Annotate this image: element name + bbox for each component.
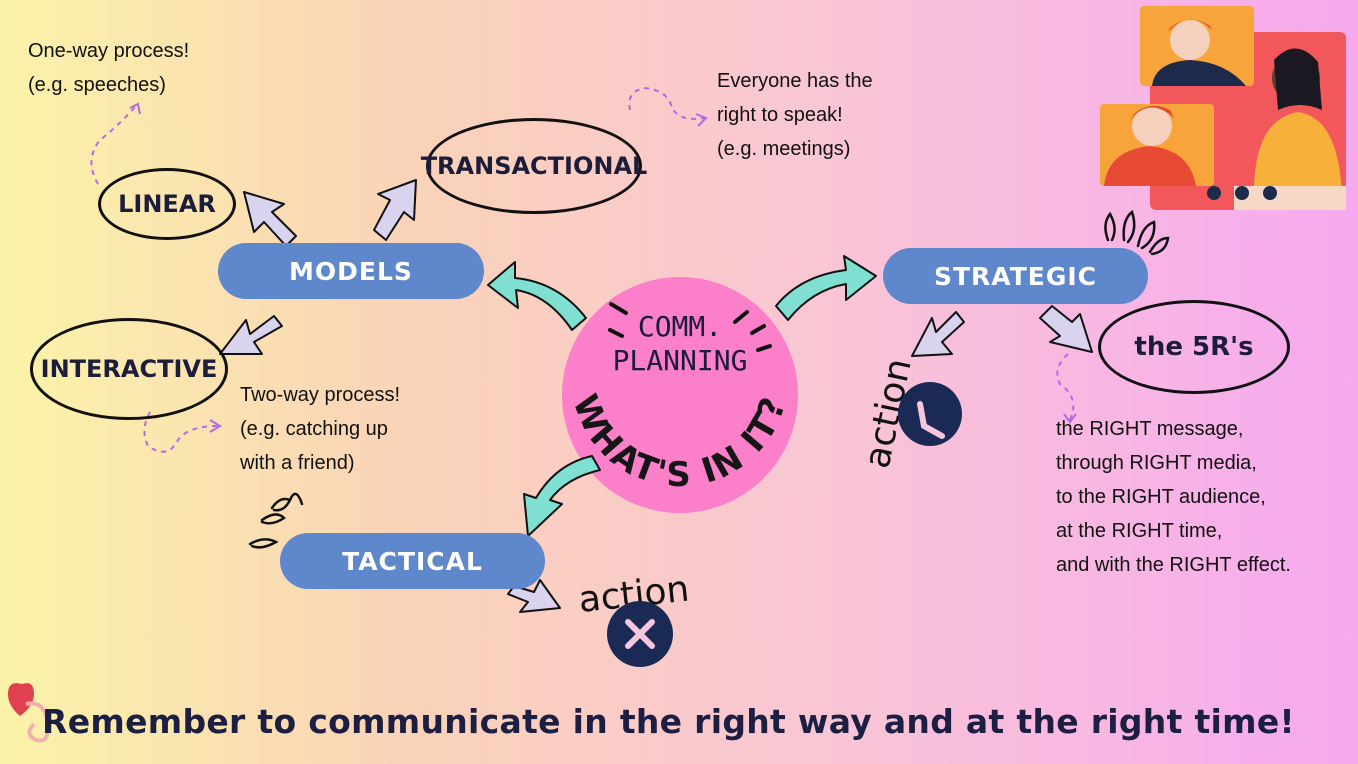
- video-call-illustration: [1100, 6, 1346, 210]
- center-burst-decoration: [608, 302, 772, 352]
- center-title: COMM. PLANNING: [600, 310, 760, 378]
- node-strategic: STRATEGIC: [883, 248, 1148, 304]
- footer-reminder: Remember to communicate in the right way…: [42, 702, 1295, 741]
- note-linear: One-way process! (e.g. speeches): [28, 40, 190, 96]
- note-interactive: Two-way process! (e.g. catching up with …: [240, 384, 401, 474]
- node-tactical: TACTICAL: [280, 533, 545, 589]
- x-icon: [607, 601, 673, 667]
- center-title-line2: PLANNING: [612, 344, 748, 377]
- note-transactional: Everyone has the right to speak! (e.g. m…: [717, 70, 873, 160]
- heart-pin-icon: [8, 683, 51, 743]
- note-five-rs: the RIGHT message, through RIGHT media, …: [1056, 418, 1291, 576]
- node-linear: LINEAR: [98, 168, 236, 240]
- node-interactive: INTERACTIVE: [30, 318, 228, 420]
- node-five-rs: the 5R's: [1098, 300, 1290, 394]
- center-title-line1: COMM.: [637, 310, 723, 343]
- node-transactional: TRANSACTIONAL: [421, 118, 647, 214]
- lilac-arrows: [219, 179, 1093, 613]
- teal-arrows: [487, 255, 877, 537]
- dashed-pointer-heads: [129, 102, 1077, 433]
- node-models: MODELS: [218, 243, 484, 299]
- check-icon: [898, 382, 962, 446]
- emphasis-strokes: [248, 209, 1170, 549]
- dashed-pointers: [90, 86, 1075, 453]
